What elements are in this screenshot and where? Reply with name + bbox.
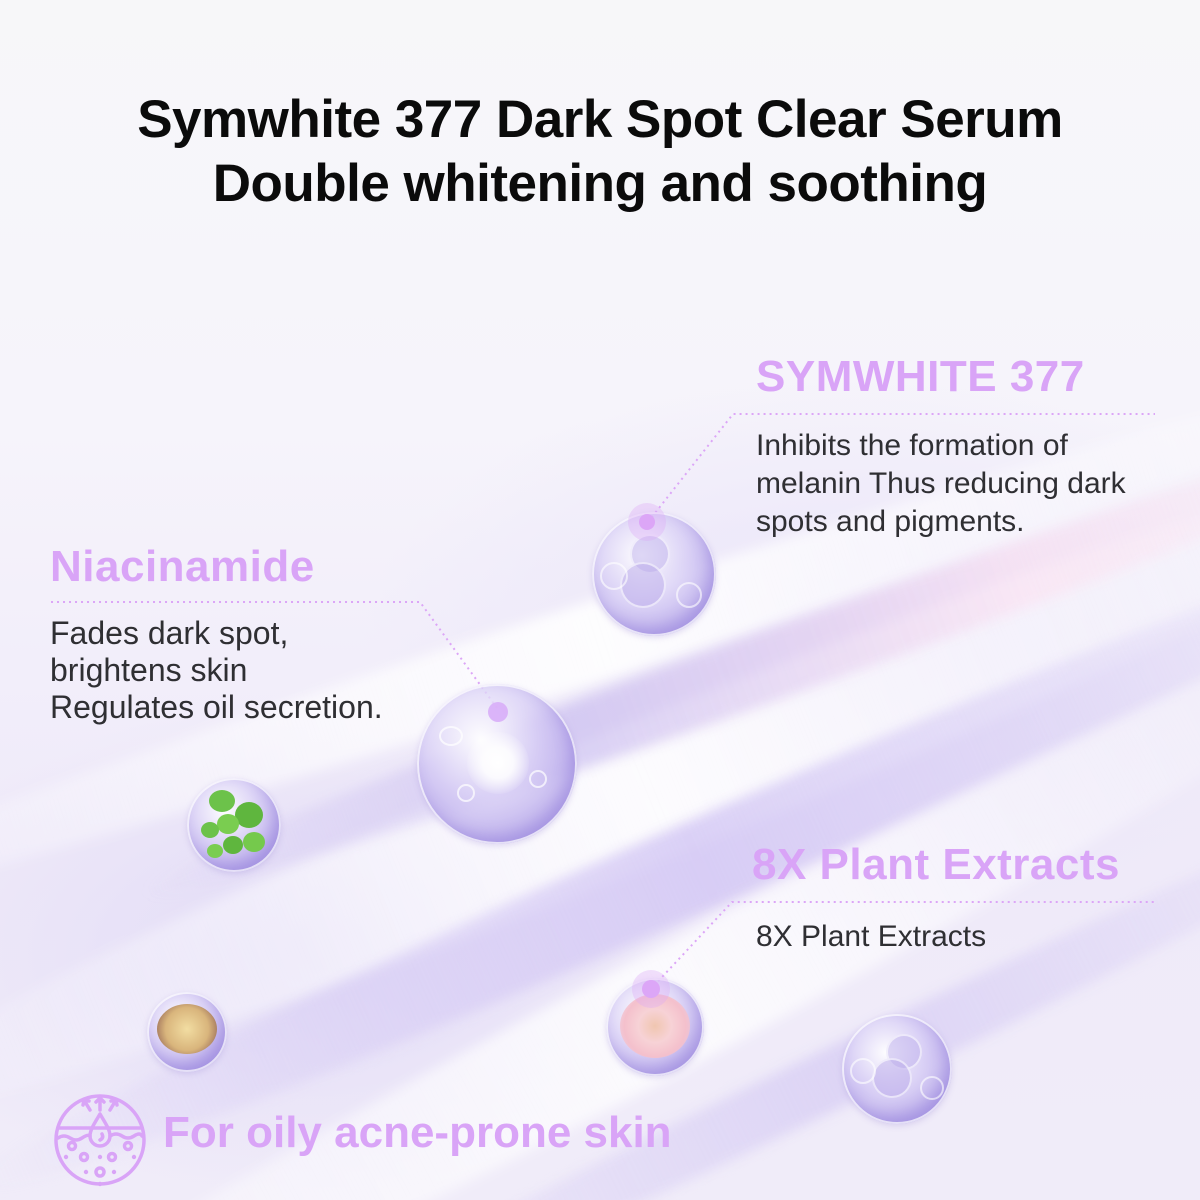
callout-dot — [639, 514, 655, 530]
page-title: Symwhite 377 Dark Spot Clear Serum Doubl… — [0, 88, 1200, 216]
ingredient-description-symwhite: Inhibits the formation of melanin Thus r… — [756, 429, 1126, 538]
ingredient-description-plant-extracts: 8X Plant Extracts — [756, 920, 987, 953]
ingredient-heading-niacinamide: Niacinamide — [50, 542, 315, 591]
bubbles-sphere-icon — [592, 512, 716, 636]
title-line-1: Symwhite 377 Dark Spot Clear Serum — [137, 90, 1063, 149]
ingredient-heading-symwhite: SYMWHITE 377 — [756, 352, 1085, 401]
centella-leaf-sphere-icon — [187, 778, 281, 872]
root-extract-sphere-icon — [147, 992, 227, 1072]
title-line-2: Double whitening and soothing — [212, 154, 988, 213]
callout-dot — [488, 702, 508, 722]
starburst-sphere-icon — [417, 684, 577, 844]
bubbles-sphere-icon — [842, 1014, 952, 1124]
oily-skin-pore-icon — [54, 1094, 146, 1187]
skin-type-label: For oily acne-prone skin — [163, 1108, 672, 1157]
callout-dot — [642, 980, 660, 998]
ingredient-description-niacinamide: Fades dark spot, brightens skin Regulate… — [50, 615, 383, 725]
ingredient-heading-plant-extracts: 8X Plant Extracts — [752, 840, 1120, 889]
